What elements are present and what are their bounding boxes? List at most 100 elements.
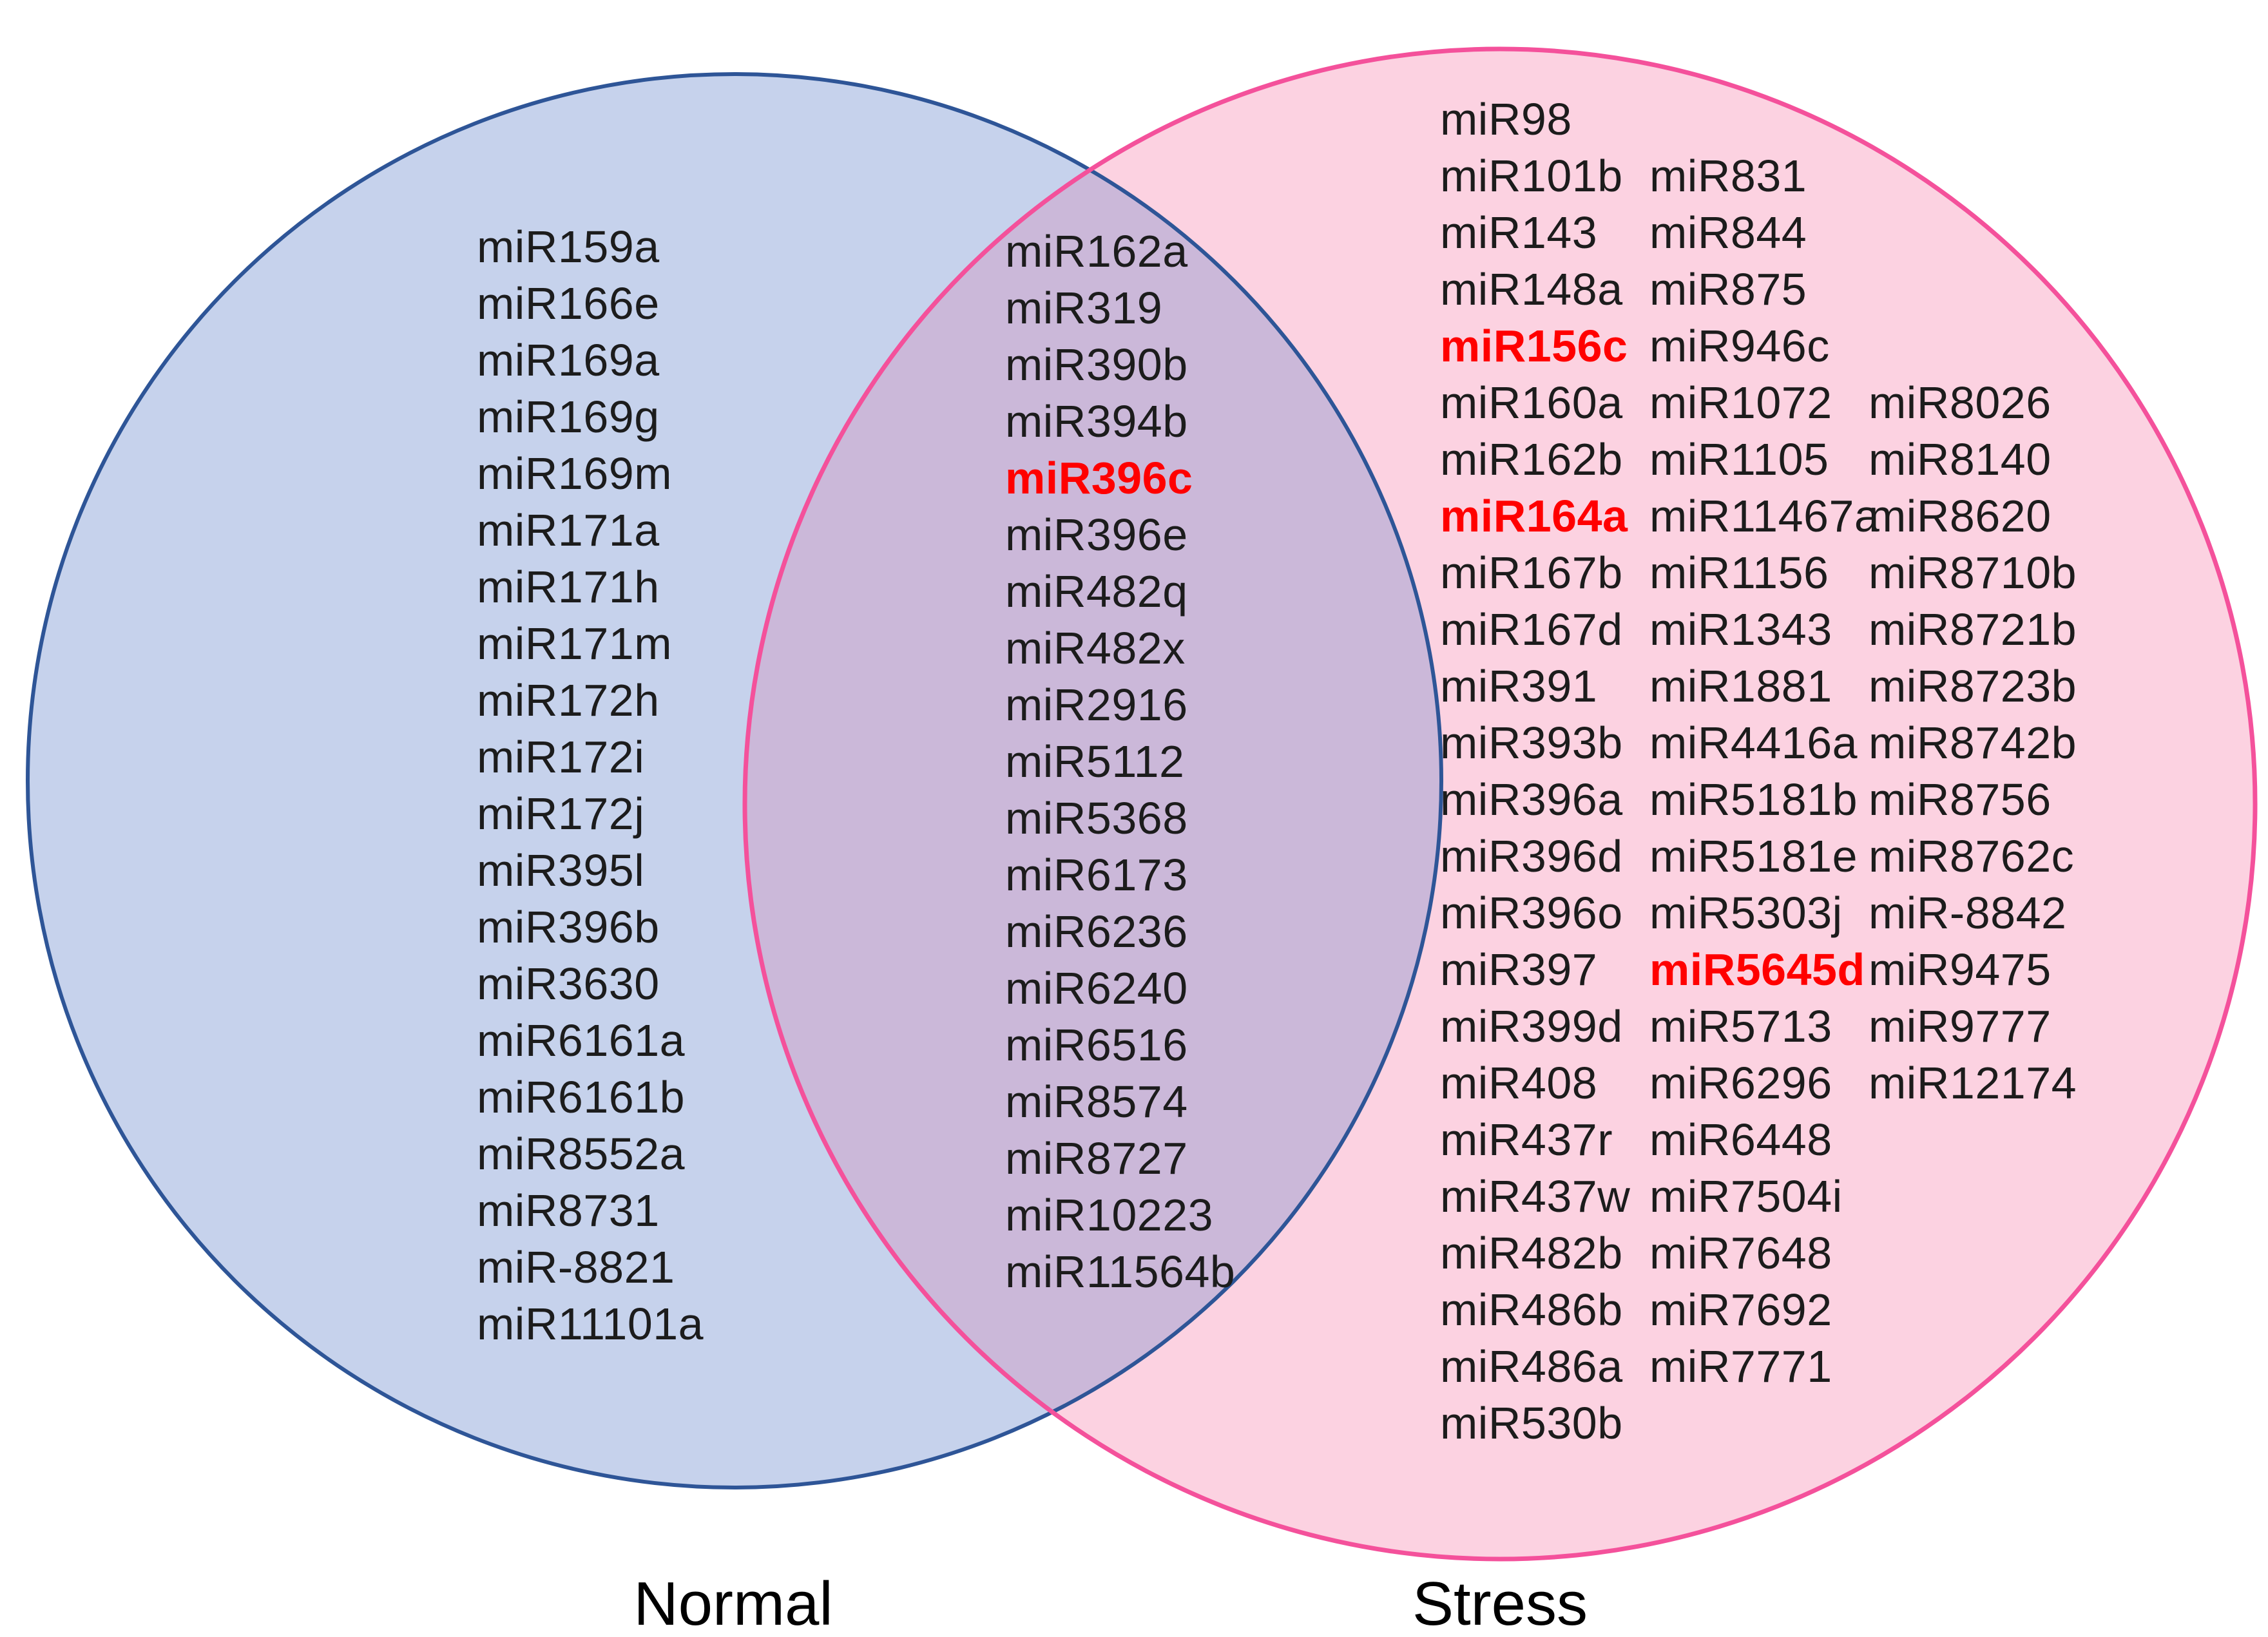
mirna-label: miR8026 xyxy=(1869,378,2052,428)
mirna-label: miR8721b xyxy=(1869,604,2077,655)
mirna-label: miR946c xyxy=(1649,321,1830,371)
mirna-label: miR6448 xyxy=(1649,1115,1832,1165)
mirna-label: miR6173 xyxy=(1005,850,1188,900)
mirna-label: miR8756 xyxy=(1869,774,2052,825)
mirna-label: miR2916 xyxy=(1005,680,1188,730)
mirna-label: miR169a xyxy=(477,335,660,385)
mirna-label: miR437r xyxy=(1440,1115,1613,1165)
mirna-label: miR875 xyxy=(1649,264,1807,314)
mirna-label: miR399d xyxy=(1440,1001,1623,1051)
mirna-label: miR6236 xyxy=(1005,906,1188,957)
mirna-label: miR6516 xyxy=(1005,1020,1188,1070)
mirna-label: miR10223 xyxy=(1005,1190,1214,1240)
mirna-label: miR169g xyxy=(477,392,660,442)
mirna-label: miR1072 xyxy=(1649,378,1832,428)
mirna-label: miR408 xyxy=(1440,1058,1598,1108)
mirna-label: miR162a xyxy=(1005,226,1188,276)
mirna-label: miR5368 xyxy=(1005,793,1188,843)
mirna-label: miR160a xyxy=(1440,378,1623,428)
mirna-label: miR1343 xyxy=(1649,604,1832,655)
mirna-label: miR1881 xyxy=(1649,661,1832,711)
mirna-label: miR1156 xyxy=(1649,548,1829,598)
mirna-label: miR159a xyxy=(477,222,660,272)
mirna-label: miR143 xyxy=(1440,207,1598,258)
mirna-label: miR9777 xyxy=(1869,1001,2052,1051)
mirna-label: miR101b xyxy=(1440,151,1623,201)
mirna-label: miR-8821 xyxy=(477,1242,675,1292)
mirna-label: miR5713 xyxy=(1649,1001,1832,1051)
mirna-label-highlighted: miR164a xyxy=(1440,491,1628,541)
mirna-label: miR8731 xyxy=(477,1185,660,1236)
mirna-label: miR437w xyxy=(1440,1171,1631,1221)
mirna-label: miR3630 xyxy=(477,959,660,1009)
mirna-label: miR7648 xyxy=(1649,1228,1832,1278)
mirna-label: miR486a xyxy=(1440,1341,1623,1392)
mirna-label: miR396o xyxy=(1440,888,1623,938)
mirna-label-highlighted: miR5645d xyxy=(1649,944,1865,995)
mirna-label: miR171h xyxy=(477,562,660,612)
mirna-label: miR8140 xyxy=(1869,434,2052,484)
mirna-label: miR9475 xyxy=(1869,944,2052,995)
mirna-label: miR-8842 xyxy=(1869,888,2067,938)
stress-circle-outline xyxy=(742,46,2258,1562)
mirna-label: miR6240 xyxy=(1005,963,1188,1013)
mirna-label: miR166e xyxy=(477,278,660,329)
mirna-label: miR172h xyxy=(477,675,660,725)
mirna-label: miR169m xyxy=(477,448,673,499)
mirna-label: miR1105 xyxy=(1649,434,1829,484)
mirna-label: miR11101a xyxy=(477,1299,704,1349)
mirna-label: miR5112 xyxy=(1005,736,1185,787)
mirna-label: miR8723b xyxy=(1869,661,2077,711)
mirna-label: miR391 xyxy=(1440,661,1598,711)
normal-only-list: miR159a miR166e miR169a miR169g miR169m miR17… xyxy=(477,218,704,1352)
mirna-label: miR5181e xyxy=(1649,831,1858,881)
mirna-label: miR11564b xyxy=(1005,1247,1236,1297)
mirna-label: miR8710b xyxy=(1869,548,2077,598)
mirna-label: miR530b xyxy=(1440,1398,1623,1448)
mirna-label: miR6296 xyxy=(1649,1058,1832,1108)
mirna-label: miR8727 xyxy=(1005,1133,1188,1183)
mirna-label: miR12174 xyxy=(1869,1058,2077,1108)
mirna-label: miR6161b xyxy=(477,1072,686,1122)
mirna-label: miR8552a xyxy=(477,1129,686,1179)
mirna-label: miR396b xyxy=(477,902,660,952)
overlap-region xyxy=(745,74,1441,1488)
mirna-label: miR482q xyxy=(1005,566,1188,617)
mirna-label: miR8620 xyxy=(1869,491,2052,541)
mirna-label: miR486b xyxy=(1440,1285,1623,1335)
mirna-label-highlighted: miR396c xyxy=(1005,453,1193,503)
mirna-label: miR394b xyxy=(1005,396,1188,446)
mirna-label-highlighted: miR156c xyxy=(1440,321,1628,371)
mirna-label: miR8762c xyxy=(1869,831,2075,881)
mirna-label: miR396a xyxy=(1440,774,1623,825)
normal-set-label: Normal xyxy=(633,1569,833,1637)
mirna-label: miR4416a xyxy=(1649,718,1858,768)
mirna-label: miR319 xyxy=(1005,283,1163,333)
mirna-label: miR831 xyxy=(1649,151,1807,201)
mirna-label: miR396e xyxy=(1005,510,1188,560)
mirna-label: miR6161a xyxy=(477,1015,686,1066)
mirna-label: miR11467a xyxy=(1649,491,1880,541)
stress-only-list-col1: miR98 miR101b miR143 miR148a miR156c miR160a m… xyxy=(1440,91,1630,1451)
stress-only-list-col3: miR8026 miR8140 miR8620 miR8710b miR8721b miR… xyxy=(1869,374,2077,1111)
mirna-label: miR844 xyxy=(1649,207,1807,258)
mirna-label: miR396d xyxy=(1440,831,1623,881)
mirna-label: miR393b xyxy=(1440,718,1623,768)
mirna-label: miR8574 xyxy=(1005,1077,1188,1127)
mirna-label: miR7504i xyxy=(1649,1171,1843,1221)
mirna-label: miR171a xyxy=(477,505,660,555)
mirna-label: miR172j xyxy=(477,789,645,839)
normal-circle-outline xyxy=(26,72,1443,1489)
mirna-label: miR98 xyxy=(1440,94,1572,144)
mirna-label: miR7771 xyxy=(1649,1341,1832,1392)
mirna-label: miR482x xyxy=(1005,623,1186,673)
mirna-label: miR167d xyxy=(1440,604,1623,655)
mirna-label: miR5303j xyxy=(1649,888,1843,938)
mirna-label: miR162b xyxy=(1440,434,1623,484)
mirna-label: miR148a xyxy=(1440,264,1623,314)
stress-set-label: Stress xyxy=(1412,1569,1588,1637)
mirna-label: miR482b xyxy=(1440,1228,1623,1278)
mirna-label: miR8742b xyxy=(1869,718,2077,768)
